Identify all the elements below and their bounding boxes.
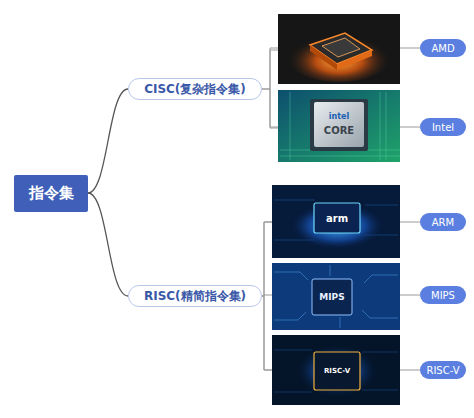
- riscv-chip-image: [272, 335, 400, 405]
- chip-marking: RISC-V: [324, 367, 350, 375]
- node-text: AMD: [431, 43, 454, 54]
- vendor-pill: Intel: [420, 118, 466, 136]
- vendor-pill: MIPS: [420, 286, 466, 304]
- mips-chip-image: [272, 263, 400, 330]
- bracket: [264, 222, 272, 370]
- chip-marking: MIPS: [319, 292, 344, 302]
- vendor-pill: ARM: [420, 213, 466, 231]
- vendor-pill: RISC-V: [420, 361, 466, 379]
- node-text: CISC(复杂指令集): [144, 81, 246, 98]
- category-pill: RISC(精简指令集): [128, 285, 262, 307]
- bracket: [270, 50, 278, 128]
- chip-marking: CORE: [324, 125, 354, 136]
- vendor-pill: AMD: [420, 39, 466, 57]
- connector-line: [88, 89, 128, 193]
- node-text: MIPS: [431, 290, 455, 301]
- node-text: Intel: [432, 122, 454, 133]
- node-text: 指令集: [29, 184, 74, 203]
- amd-chip-image: [278, 14, 400, 84]
- node-text: ARM: [432, 217, 454, 228]
- node-text: RISC-V: [426, 365, 459, 376]
- connector-line: [88, 193, 128, 296]
- category-pill: CISC(复杂指令集): [128, 78, 262, 100]
- chip-marking: intel: [329, 112, 349, 121]
- intel-chip-image: [278, 90, 400, 162]
- root-box: 指令集: [14, 175, 88, 212]
- arm-chip-image: [272, 185, 400, 258]
- node-text: RISC(精简指令集): [144, 288, 246, 305]
- chip-marking: arm: [326, 213, 348, 224]
